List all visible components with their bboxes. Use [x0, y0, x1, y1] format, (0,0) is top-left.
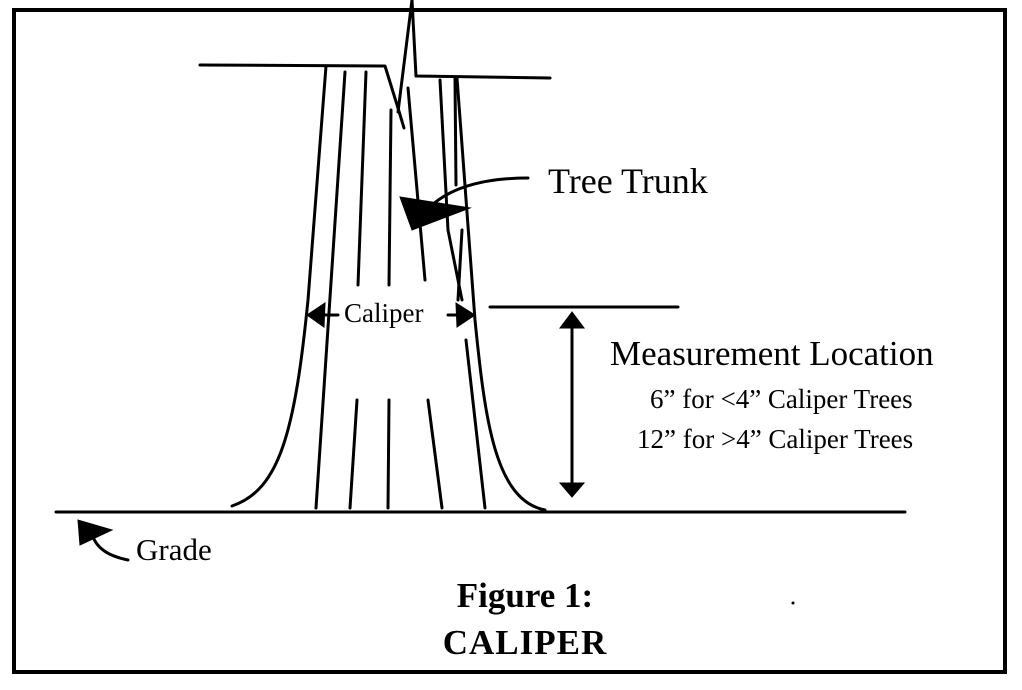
bark-line [426, 398, 444, 510]
trunk-outline-left [230, 64, 328, 508]
bark-line [453, 76, 458, 187]
tree-trunk-arrowhead-icon [399, 196, 472, 231]
caliper-arrow-left-icon [306, 302, 326, 328]
grade-leader [90, 532, 130, 562]
measurement-arrow-up-icon [559, 311, 585, 329]
bark-line [406, 86, 427, 282]
bark-line [348, 398, 359, 510]
trunk-top-cut-left [198, 63, 406, 130]
caliper-label: Caliper [342, 298, 426, 328]
measurement-location-title: Measurement Location [610, 334, 934, 373]
measurement-rule-small-trees: 6” for <4” Caliper Trees [650, 384, 913, 414]
trunk-outline-right [455, 76, 547, 512]
bark-line [464, 338, 487, 510]
measurement-arrow-down-icon [558, 482, 586, 498]
tree-trunk-leader [430, 176, 530, 207]
figure-caption-number: Figure 1: [456, 576, 594, 615]
bark-line [387, 108, 393, 287]
figure-caption-title: CALIPER [442, 623, 608, 662]
trunk-top-cut-right [396, 0, 552, 114]
scan-speck [791, 601, 795, 605]
tree-trunk-label: Tree Trunk [548, 161, 708, 201]
bark-line [456, 228, 464, 302]
bark-line [356, 70, 368, 287]
caliper-arrow-right-icon [455, 302, 476, 328]
grade-arrowhead-icon [77, 519, 114, 546]
measurement-rule-large-trees: 12” for >4” Caliper Trees [637, 424, 914, 454]
grade-label: Grade [136, 532, 212, 567]
figure-frame [12, 8, 1007, 674]
bark-line [314, 70, 347, 510]
bark-line [386, 398, 391, 510]
